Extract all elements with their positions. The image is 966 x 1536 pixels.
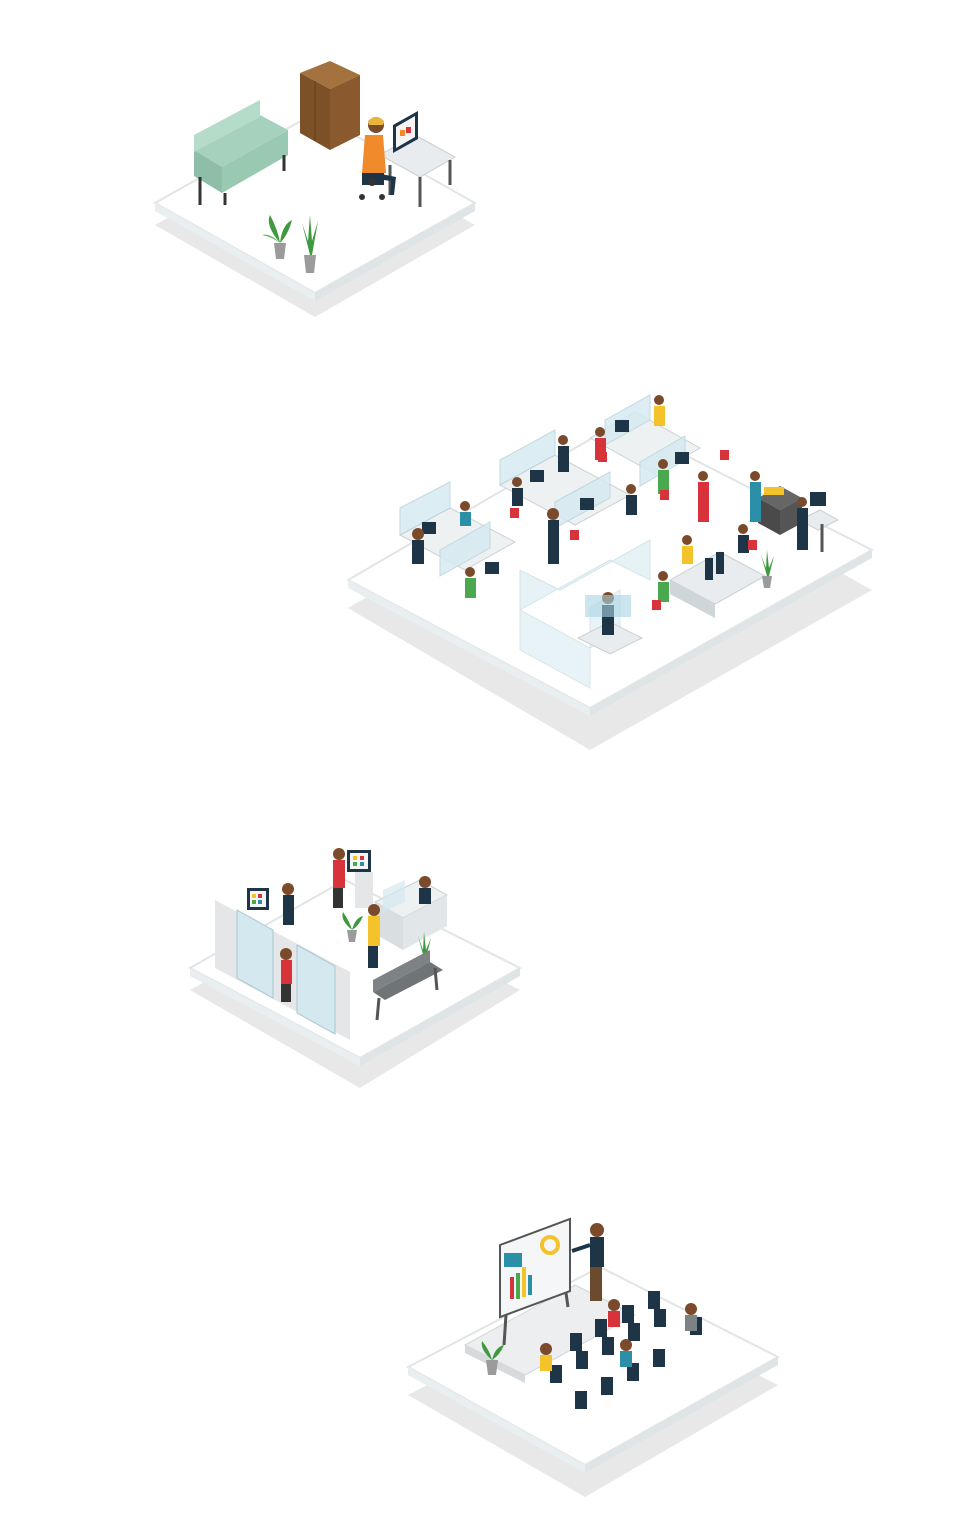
chair-icon <box>660 490 669 500</box>
person-icon <box>280 948 292 1002</box>
chair-icon <box>627 1363 639 1381</box>
chair-icon <box>598 452 607 462</box>
audience-person-icon <box>540 1343 552 1371</box>
vr-user-person-icon <box>576 592 644 655</box>
waiting-bench-icon <box>373 950 443 1021</box>
chair-icon <box>720 450 729 460</box>
monitor-icon <box>422 522 436 534</box>
chair-icon <box>570 1333 582 1351</box>
worker-person-icon <box>359 117 396 200</box>
chair-icon <box>648 1291 660 1309</box>
chair-icon <box>602 1337 614 1355</box>
person-icon <box>682 535 693 564</box>
presentation-room-scene <box>400 1215 785 1505</box>
plant-icon <box>262 215 292 259</box>
monitor-icon <box>615 420 629 432</box>
open-office-scene <box>340 390 880 760</box>
chair-icon <box>654 1309 666 1327</box>
person-icon <box>738 524 749 553</box>
kiosk-icon <box>347 850 373 908</box>
standing-desk-icon <box>798 509 840 552</box>
plant-icon <box>481 1341 504 1375</box>
chair-icon <box>653 1349 665 1367</box>
plant-icon <box>761 550 774 588</box>
person-icon <box>460 501 471 526</box>
audience-person-icon <box>685 1303 697 1331</box>
person-icon <box>658 459 669 494</box>
person-icon <box>412 528 424 564</box>
chair-icon <box>628 1323 640 1341</box>
person-icon <box>512 477 523 506</box>
person-icon <box>419 876 431 904</box>
audience-person-icon <box>608 1299 620 1327</box>
person-icon <box>595 427 606 460</box>
person-icon <box>654 395 665 426</box>
person-icon <box>698 471 709 522</box>
monitor-icon <box>810 492 826 506</box>
presenter-person-icon <box>571 1223 604 1301</box>
meeting-table-icon <box>668 551 767 618</box>
monitor-icon <box>580 498 594 510</box>
printer-icon <box>758 486 802 535</box>
chair-icon <box>576 1351 588 1369</box>
platform-floor <box>345 420 875 710</box>
chair-icon <box>748 540 757 550</box>
chair-icon <box>595 1319 607 1337</box>
person-icon <box>547 508 559 564</box>
home-office-scene <box>150 55 480 325</box>
plant-icon <box>302 215 318 273</box>
chair-icon <box>622 1305 634 1323</box>
person-icon <box>368 904 380 968</box>
chair-icon <box>570 530 579 540</box>
chair-icon <box>652 600 661 610</box>
person-icon <box>558 435 569 472</box>
monitor-icon <box>675 452 689 464</box>
plant-icon <box>342 912 363 942</box>
person-icon <box>282 883 294 925</box>
monitor-icon <box>530 470 544 482</box>
kiosk-icon <box>247 888 269 910</box>
chair-icon <box>510 508 519 518</box>
chair-icon <box>550 1365 562 1383</box>
cabinet-icon <box>300 61 360 150</box>
monitor-icon <box>393 111 418 153</box>
monitor-icon <box>485 562 499 574</box>
chair-icon <box>601 1377 613 1395</box>
person-icon <box>465 567 476 598</box>
whiteboard-icon <box>499 1217 571 1346</box>
person-icon <box>626 484 637 515</box>
audience-person-icon <box>620 1339 632 1367</box>
sofa-icon <box>194 100 288 205</box>
person-icon <box>797 497 808 550</box>
reception-lobby-scene <box>185 840 525 1095</box>
person-icon <box>333 848 345 908</box>
person-icon <box>658 571 669 602</box>
person-icon <box>750 471 761 522</box>
chair-icon <box>575 1391 587 1409</box>
